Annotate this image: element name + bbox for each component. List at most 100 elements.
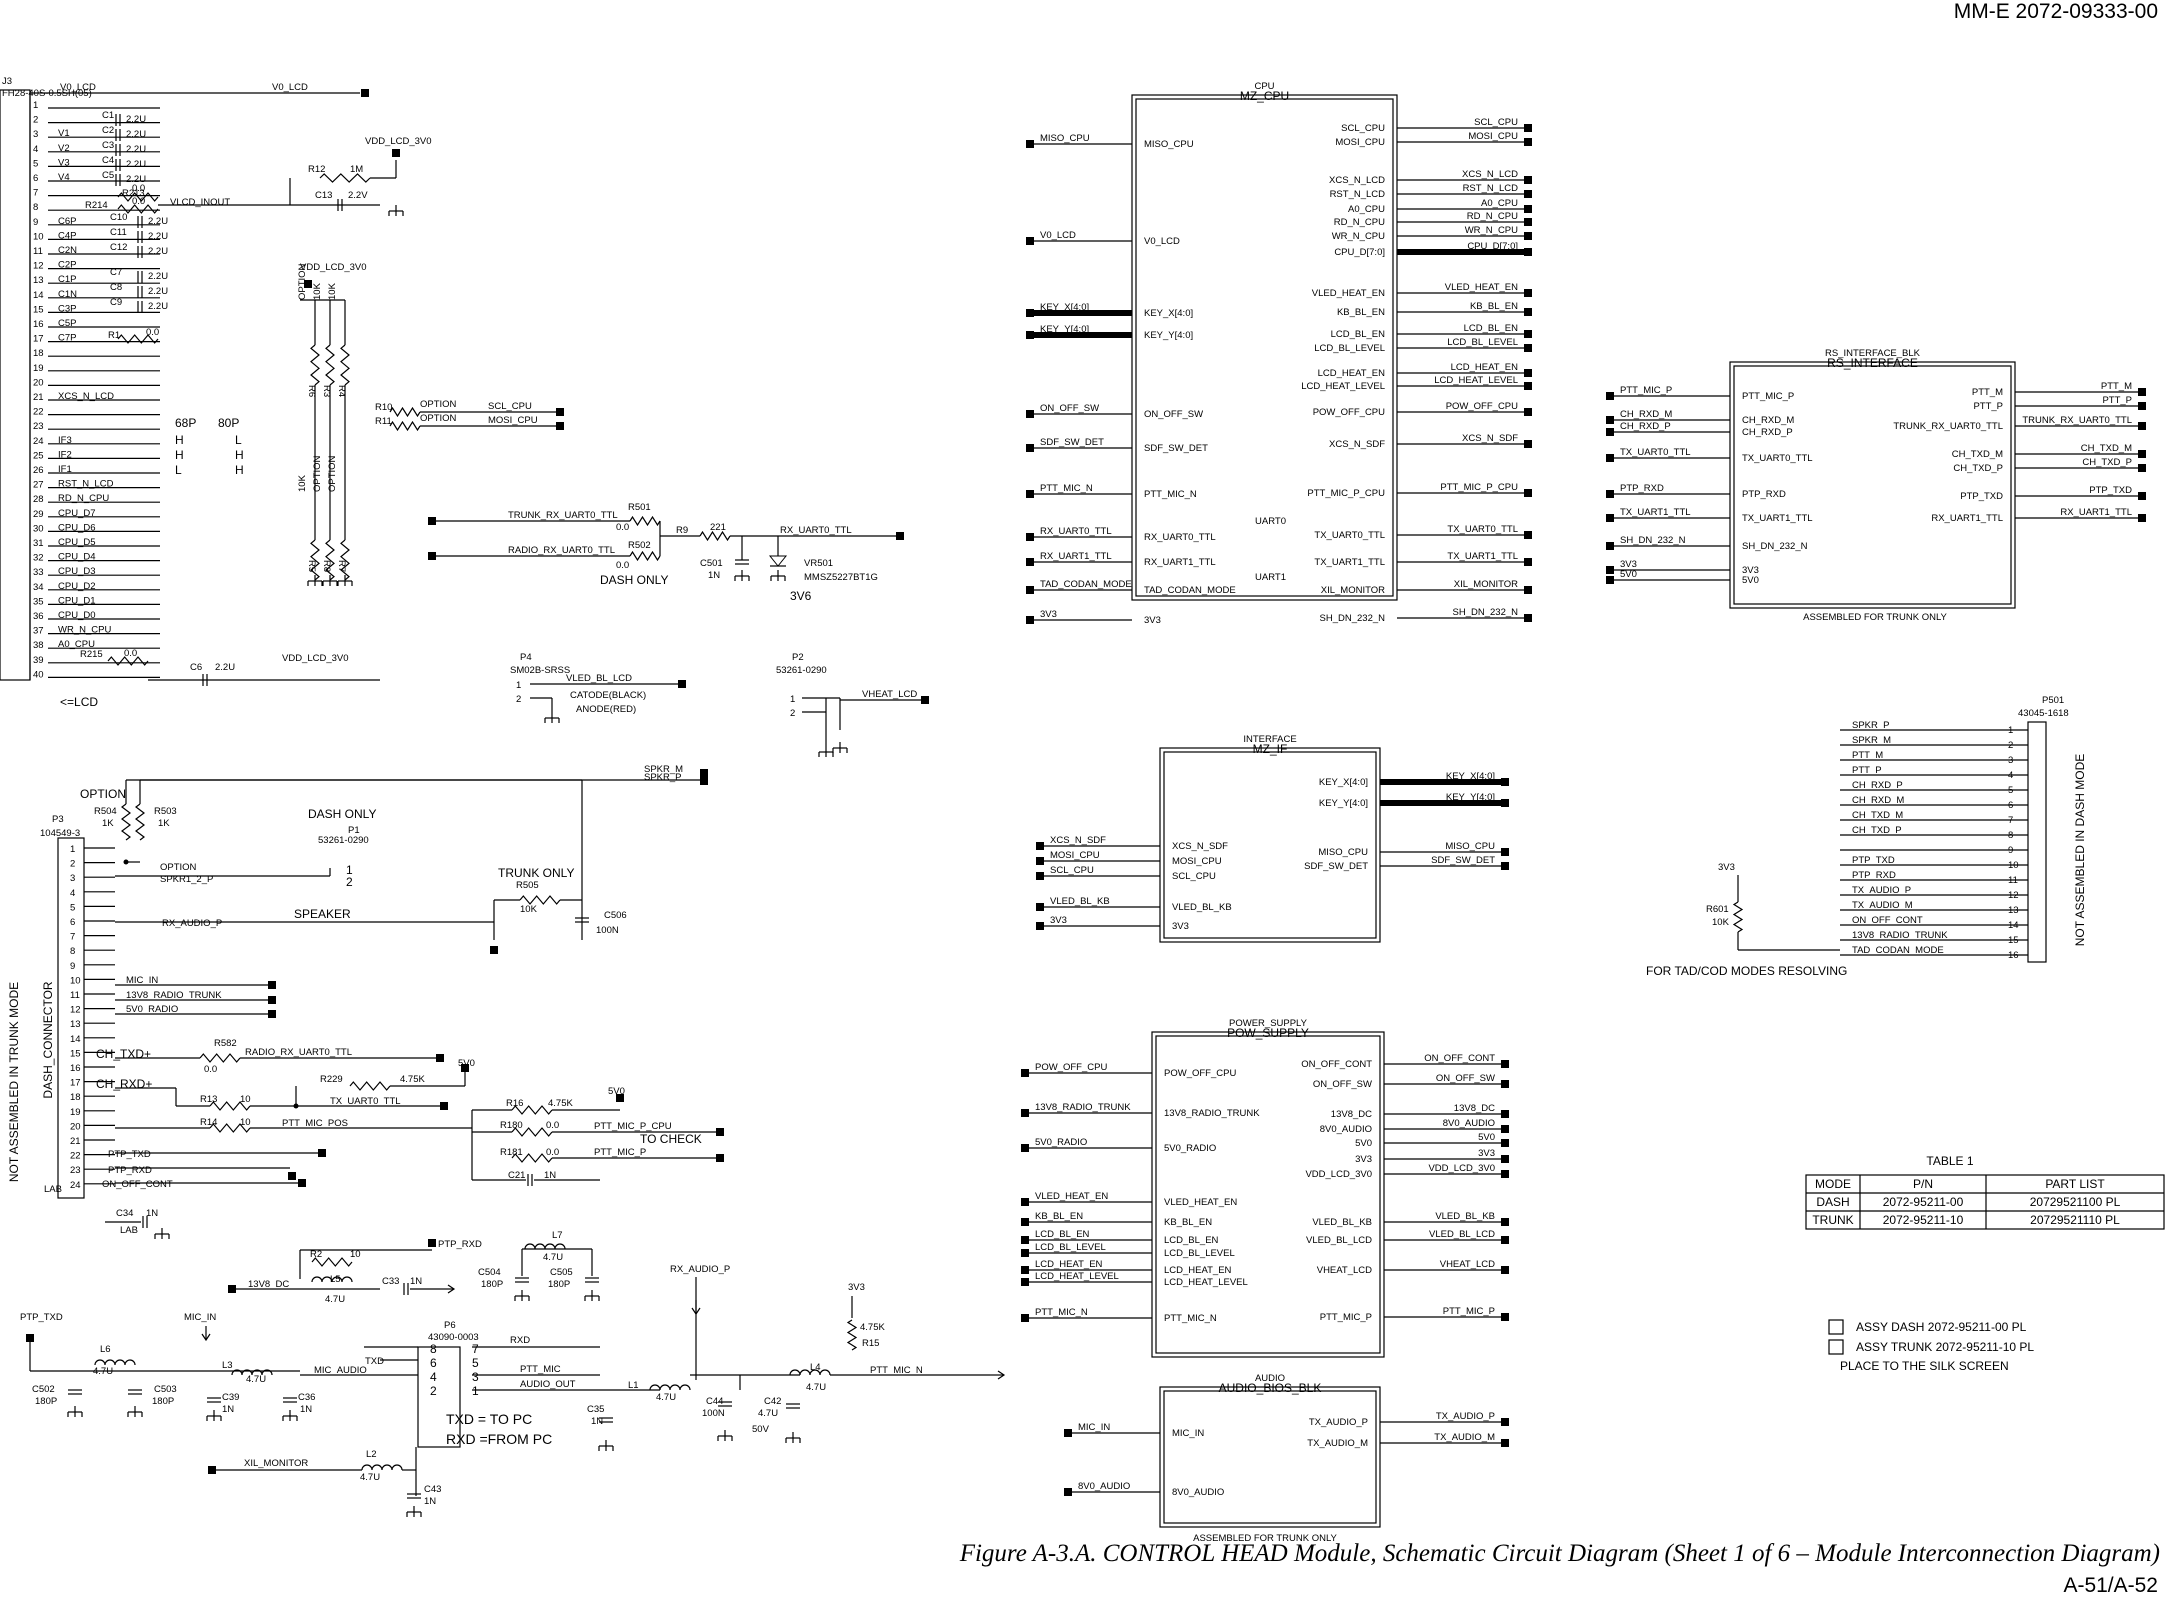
label: 180P bbox=[152, 1396, 174, 1407]
pin-number: 28 bbox=[33, 494, 44, 505]
label: NOT ASSEMBLED IN TRUNK MODE bbox=[7, 982, 21, 1182]
net-label: KEY_Y[4:0] bbox=[1446, 792, 1495, 803]
block-pin-left: SCL_CPU bbox=[1172, 871, 1216, 882]
pin-number: 24 bbox=[33, 436, 44, 447]
label: C7 bbox=[110, 267, 122, 278]
label: C42 bbox=[764, 1396, 781, 1407]
net-port bbox=[1606, 428, 1614, 436]
doc-number: MM-E 2072-09333-00 bbox=[1953, 0, 2158, 23]
net-label: TRUNK_RX_UART0_TTL bbox=[2022, 415, 2132, 426]
net-port bbox=[1026, 586, 1034, 594]
net-port bbox=[1501, 1170, 1509, 1178]
net-port bbox=[1524, 218, 1532, 226]
label: L6 bbox=[100, 1344, 111, 1355]
label: OPTION bbox=[80, 787, 126, 801]
label: H bbox=[175, 433, 184, 447]
table-1 bbox=[1805, 1174, 2165, 1230]
label: 4.7U bbox=[246, 1374, 266, 1385]
net-port bbox=[2138, 492, 2146, 500]
label: H bbox=[235, 448, 244, 462]
label: ASSY TRUNK 2072-95211-10 PL bbox=[1856, 1340, 2034, 1354]
net-label: 3V3 bbox=[1050, 915, 1067, 926]
label: DASH_CONNECTOR bbox=[41, 981, 55, 1098]
label: 53261-0290 bbox=[776, 665, 827, 676]
resistor bbox=[310, 344, 320, 386]
label: R214 bbox=[85, 200, 108, 211]
net-port bbox=[1036, 922, 1044, 930]
label: LAB bbox=[44, 1184, 62, 1195]
label: 24 bbox=[70, 1180, 81, 1191]
resistor bbox=[340, 539, 350, 581]
net-label: KEY_X[4:0] bbox=[1446, 771, 1495, 782]
net-label: PTT_MIC_N bbox=[1040, 483, 1093, 494]
label: 2.2U bbox=[148, 246, 168, 257]
inductor-l1 bbox=[649, 1384, 691, 1391]
pin-number: 12 bbox=[33, 261, 44, 272]
label: 15 bbox=[70, 1048, 81, 1059]
block-pin-left: LCD_HEAT_EN bbox=[1164, 1265, 1232, 1276]
pin-net: CPU_D5 bbox=[58, 537, 96, 548]
block-pin-left: POW_OFF_CPU bbox=[1164, 1068, 1236, 1079]
net-port bbox=[2138, 514, 2146, 522]
label: CH_RXD+ bbox=[96, 1077, 152, 1091]
pin-net: CPU_D0 bbox=[58, 610, 96, 621]
block-pin-left: RX_UART0_TTL bbox=[1144, 532, 1216, 543]
label: 20 bbox=[70, 1121, 81, 1132]
pin-net: RST_N_LCD bbox=[58, 479, 114, 490]
label: L1 bbox=[628, 1380, 639, 1391]
net-label: LCD_BL_EN bbox=[1035, 1229, 1090, 1240]
pin-net: CPU_D2 bbox=[58, 581, 96, 592]
label: 180P bbox=[548, 1279, 570, 1290]
net-port bbox=[1021, 1144, 1029, 1152]
block-pin-left: PTT_MIC_N bbox=[1144, 489, 1197, 500]
label: VHEAT_LCD bbox=[862, 689, 917, 700]
label: 1N bbox=[300, 1404, 312, 1415]
net-port bbox=[461, 1064, 469, 1072]
label: NOT ASSEMBLED IN DASH MODE bbox=[2073, 754, 2087, 947]
label: R5 bbox=[306, 560, 317, 572]
label: PTT_MIC_P bbox=[594, 1147, 646, 1158]
label: PTT_MIC_P_CPU bbox=[594, 1121, 672, 1132]
label: 221 bbox=[710, 522, 726, 533]
net-port bbox=[1021, 1314, 1029, 1322]
net-port bbox=[1524, 440, 1532, 448]
pin-number: 5 bbox=[33, 158, 38, 169]
net-port bbox=[1524, 614, 1532, 622]
label: 19 bbox=[70, 1107, 81, 1118]
label: 104549-3 bbox=[40, 828, 80, 839]
resistor-r582 bbox=[199, 1053, 241, 1063]
label: 68P bbox=[175, 416, 196, 430]
label: 5 bbox=[472, 1356, 479, 1370]
label: 1N bbox=[146, 1208, 158, 1219]
pin-number: 4 bbox=[33, 144, 38, 155]
label: MODE bbox=[1815, 1177, 1851, 1191]
label: 180P bbox=[35, 1396, 57, 1407]
pin-net: C3P bbox=[58, 303, 76, 314]
label: 1N bbox=[591, 1416, 603, 1427]
label: C39 bbox=[222, 1392, 239, 1403]
label: 17 bbox=[70, 1078, 81, 1089]
net-label: KEY_X[4:0] bbox=[1040, 302, 1089, 313]
label: 2.2U bbox=[126, 129, 146, 140]
net-port-ptt-mic-p bbox=[716, 1154, 724, 1162]
block-pin-right: XIL_MONITOR bbox=[1321, 585, 1385, 596]
net-label: VHEAT_LCD bbox=[1440, 1259, 1495, 1270]
assy-dash-checkbox bbox=[1828, 1319, 1844, 1335]
net-port bbox=[1606, 566, 1614, 574]
block-pin-right: TX_UART0_TTL bbox=[1314, 530, 1385, 541]
label: 2.2U bbox=[126, 114, 146, 125]
label: 3V3 bbox=[848, 1282, 865, 1293]
net-label: 13V8_RADIO_TRUNK bbox=[1035, 1102, 1131, 1113]
block-pin-left: MOSI_CPU bbox=[1172, 856, 1222, 867]
net-port bbox=[1524, 138, 1532, 146]
net-port bbox=[1501, 1125, 1509, 1133]
block-pin-left: 3V3 bbox=[1144, 615, 1161, 626]
label: DASH ONLY bbox=[308, 807, 376, 821]
pin-net: C7P bbox=[58, 333, 76, 344]
label: 5 bbox=[70, 902, 75, 913]
net-port bbox=[1524, 344, 1532, 352]
resistor-r9 bbox=[699, 530, 731, 542]
block-pin-left: 5V0 bbox=[1742, 575, 1759, 586]
label: 0.0 bbox=[146, 327, 159, 338]
net-label: MIC_IN bbox=[1078, 1422, 1110, 1433]
